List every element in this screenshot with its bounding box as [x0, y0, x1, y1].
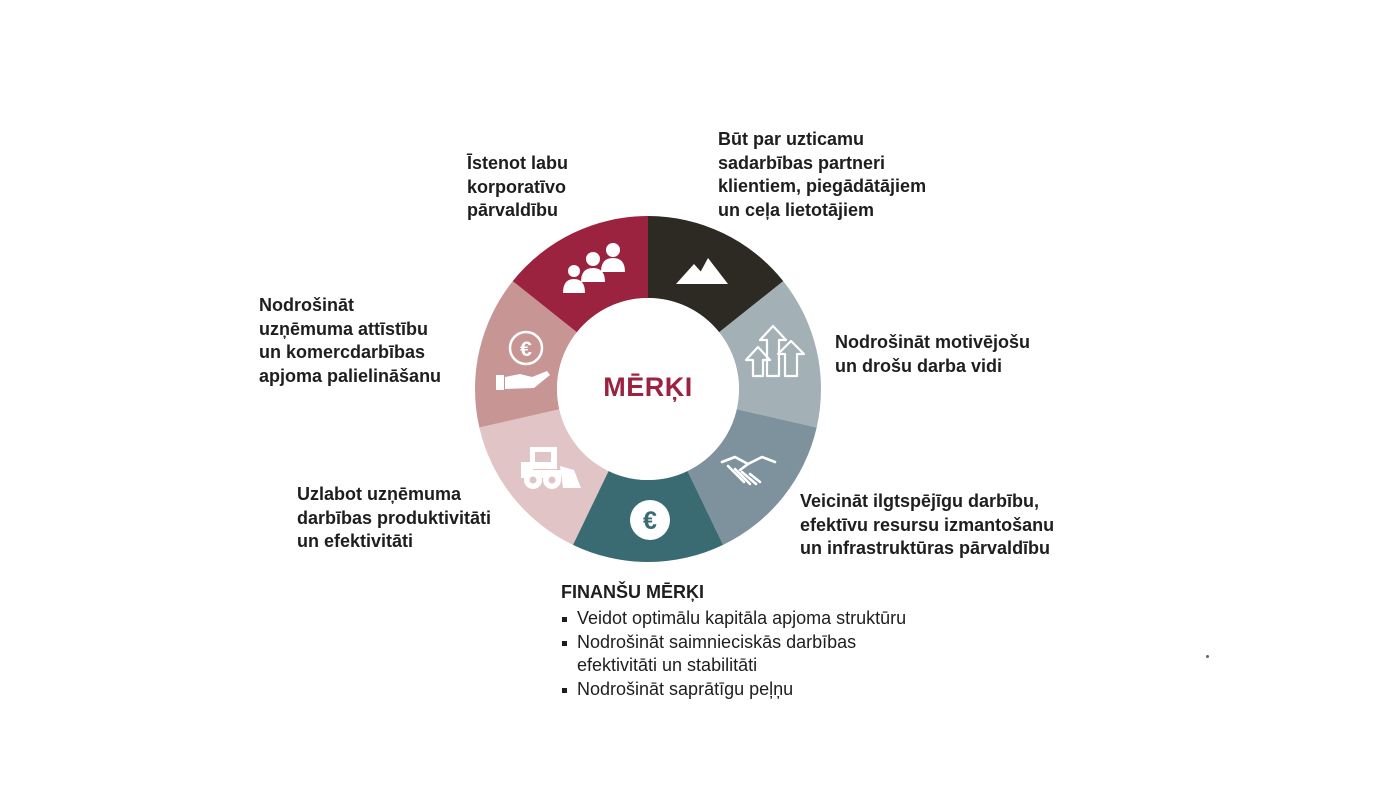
- label-governance: Īstenot labu korporatīvo pārvaldību: [467, 153, 569, 220]
- financial-goal-item: Nodrošināt saimnieciskās darbības efekti…: [561, 631, 906, 678]
- stray-dot: [1206, 655, 1209, 658]
- wheel-center: [557, 298, 739, 480]
- financial-goal-item: Veidot optimālu kapitāla apjoma struktūr…: [561, 607, 906, 631]
- label-productivity: Uzlabot uzņēmuma darbības produktivitāti…: [297, 484, 492, 551]
- financial-goals-title: FINANŠU MĒRĶI: [561, 582, 704, 602]
- label-growth: Nodrošināt uzņēmuma attīstību un komercd…: [259, 295, 442, 386]
- label-trust: Būt par uzticamu sadarbības partneri kli…: [718, 129, 927, 220]
- financial-goals-list: Veidot optimālu kapitāla apjoma struktūr…: [561, 607, 906, 701]
- svg-text:€: €: [520, 338, 532, 361]
- mountain-icon: [676, 258, 728, 284]
- euro-coin-icon: €: [630, 500, 670, 540]
- financial-goals: FINANŠU MĒRĶI Veidot optimālu kapitāla a…: [561, 580, 906, 701]
- people-group-icon: [563, 243, 625, 293]
- handshake-icon: [720, 455, 777, 486]
- segment-work-env: [719, 281, 821, 428]
- loader-truck-icon: [521, 447, 581, 489]
- segment-growth: [474, 281, 577, 428]
- label-work-env: Nodrošināt motivējošu un drošu darba vid…: [835, 332, 1031, 376]
- label-sustainability: Veicināt ilgtspējīgu darbību, efektīvu r…: [800, 491, 1055, 558]
- financial-goal-item: Nodrošināt saprātīgu peļņu: [561, 678, 906, 702]
- center-title: MĒRĶI: [603, 372, 693, 402]
- growth-arrows-icon: [744, 324, 806, 378]
- euro-hand-icon: €: [496, 330, 550, 390]
- svg-text:€: €: [643, 507, 657, 535]
